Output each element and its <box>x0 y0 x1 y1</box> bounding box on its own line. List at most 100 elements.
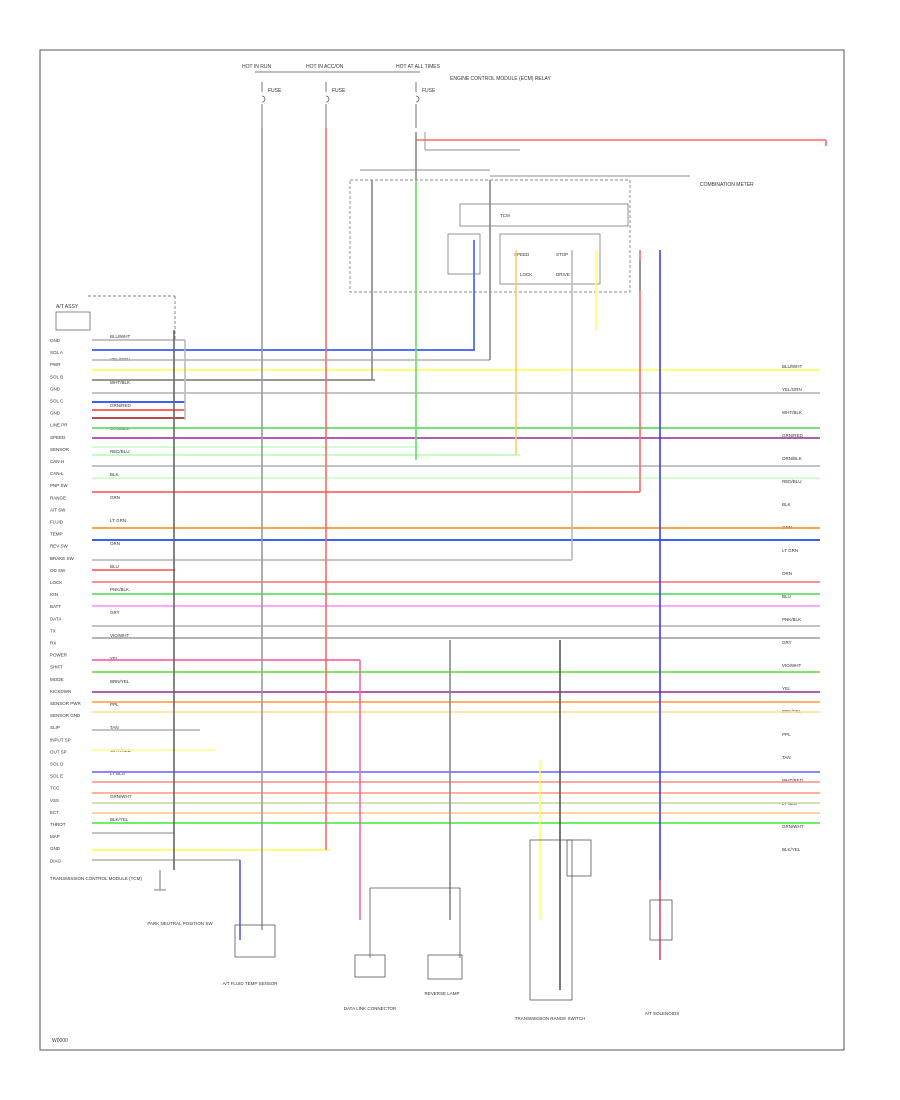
wire-label-right: WHT/RED <box>782 778 804 783</box>
pin-label: GND <box>50 411 61 416</box>
wire-label-left: WHT/BLK <box>110 380 130 385</box>
ecu-label-tcm: TCM <box>500 213 510 218</box>
bottom-left-label: TRANSMISSION CONTROL MODULE (TCM) <box>50 876 142 881</box>
wire-label-left: BLK/YEL <box>110 817 129 822</box>
wire-label-right: ORN <box>782 571 792 576</box>
pin-label: SOL C <box>50 399 64 404</box>
wire-label-right: YEL <box>782 686 791 691</box>
wire-label-left: PNK/BLK <box>110 587 129 592</box>
solenoid-bracket-icon <box>566 839 592 877</box>
wire-label-right: WHT/BLK <box>782 410 802 415</box>
left-connector-title: A/T ASSY <box>56 304 79 310</box>
pin-label: DATA <box>50 616 61 621</box>
wire-label-left: VIO/WHT <box>110 633 129 638</box>
pin-label: OD SW <box>50 568 66 573</box>
pin-label: VSS <box>50 798 59 803</box>
wire-label-right: BLU/WHT <box>782 364 803 369</box>
bottom-component-labels: PARK NEUTRAL POSITION SW A/T FLUID TEMP … <box>147 921 679 1021</box>
component-label-reverse-lamp: REVERSE LAMP <box>424 991 459 996</box>
pin-label: TCC <box>50 786 60 791</box>
component-label-range-switch: TRANSMISSION RANGE SWITCH <box>515 1016 586 1021</box>
power-label-run: HOT IN RUN <box>242 64 271 70</box>
wire-label-left: GRN <box>110 495 120 500</box>
diagram-border <box>39 49 845 1051</box>
pin-label: GND <box>50 846 61 851</box>
pin-label: SOL E <box>50 774 63 779</box>
fuse-label-2: FUSE <box>332 88 346 94</box>
wire-label-left: LT GRN <box>110 518 126 523</box>
fuse-symbols <box>261 82 420 128</box>
wire-label-right: VIO/WHT <box>782 663 801 668</box>
pin-label: PNP SW <box>50 483 68 488</box>
wire-label-left: BLU <box>110 564 119 569</box>
component-label-solenoids: A/T SOLENOIDS <box>645 1011 679 1016</box>
pin-label: BATT <box>50 604 61 609</box>
pin-label: MODE <box>50 677 64 682</box>
horizontal-wires <box>92 139 826 861</box>
pin-label: BRAKE SW <box>50 556 75 561</box>
fuse-label-3: FUSE <box>422 88 436 94</box>
relay-module-box <box>349 132 690 293</box>
wire-label-right: GRY <box>782 640 792 645</box>
ecu-label-lock: LOCK <box>520 272 532 277</box>
pin-label: KICKDWN <box>50 689 71 694</box>
pin-label: THROT <box>50 822 66 827</box>
pin-label: SOL B <box>50 374 63 379</box>
ecu-block-labels: TCM SPEED STOP LOCK DRIVE <box>500 213 570 277</box>
pin-label: TX <box>50 628 56 633</box>
wire-label-right: GRN/RED <box>782 433 804 438</box>
pin-label: OUT SP <box>50 749 67 754</box>
wire-label-left: PPL <box>110 702 119 707</box>
pin-label: POWER <box>50 653 68 658</box>
fuse-2-icon <box>325 82 330 103</box>
pin-label: SENSOR <box>50 447 70 452</box>
pin-label: A/T SW <box>50 507 66 512</box>
pin-label: PWR <box>50 362 61 367</box>
wire-label-left: BRN/YEL <box>110 679 130 684</box>
pin-label: REV SW <box>50 544 69 549</box>
wire-label-right: RED/BLU <box>782 479 802 484</box>
combination-meter-label: COMBINATION METER <box>700 182 754 188</box>
pin-label: SOL D <box>50 762 64 767</box>
range-switch-icon <box>427 954 463 980</box>
wire-label-left: RED/BLU <box>110 449 130 454</box>
pin-label: GND <box>50 338 61 343</box>
pin-label: SENSOR GND <box>50 713 81 718</box>
wire-label-left: ORN <box>110 541 120 546</box>
wire-label-left: GRN/WHT <box>110 794 132 799</box>
pin-label: LOCK <box>50 580 62 585</box>
wire-label-left: BLK <box>110 472 119 477</box>
pin-label: TEMP <box>50 532 63 537</box>
pin-label: SPEED <box>50 435 66 440</box>
top-power-labels: HOT IN RUN HOT IN ACC/ON HOT AT ALL TIME… <box>242 64 754 188</box>
fuse-3-icon <box>415 82 420 103</box>
pin-label: INPUT SP <box>50 737 71 742</box>
left-connector <box>55 295 176 340</box>
wire-label-right: PNK/BLK <box>782 617 801 622</box>
power-label-acc: HOT IN ACC/ON <box>306 64 344 70</box>
pin-label: RX <box>50 641 56 646</box>
wire-label-right: GRN/WHT <box>782 824 804 829</box>
wire-label-left: TAN <box>110 725 119 730</box>
bottom-component-shapes <box>154 839 673 1001</box>
pin-label: CAN-H <box>50 459 64 464</box>
solenoid-assembly-icon <box>529 839 573 1001</box>
relay-note: ENGINE CONTROL MODULE (ECM) RELAY <box>450 76 552 82</box>
speed-sensor-icon <box>649 899 673 941</box>
pin-label: IGN <box>50 592 58 597</box>
fuse-1-icon <box>261 82 266 103</box>
wire-labels-left: BLU/WHTYEL/GRNWHT/BLKGRN/REDORN/BLKRED/B… <box>110 334 132 822</box>
wire-label-right: PPL <box>782 732 791 737</box>
wire-label-left: GRN/RED <box>110 403 132 408</box>
reverse-lamp-icon <box>354 954 386 978</box>
ecu-label-drive: DRIVE <box>556 272 570 277</box>
wire-label-left: GRY <box>110 610 120 615</box>
ecu-label-speed: SPEED <box>514 252 530 257</box>
pin-label: DIAG <box>50 858 62 863</box>
wire-label-right: BLU <box>782 594 791 599</box>
wire-label-right: YEL/GRN <box>782 387 802 392</box>
pin-label: SOL A <box>50 350 63 355</box>
wire-label-right: LT GRN <box>782 548 798 553</box>
